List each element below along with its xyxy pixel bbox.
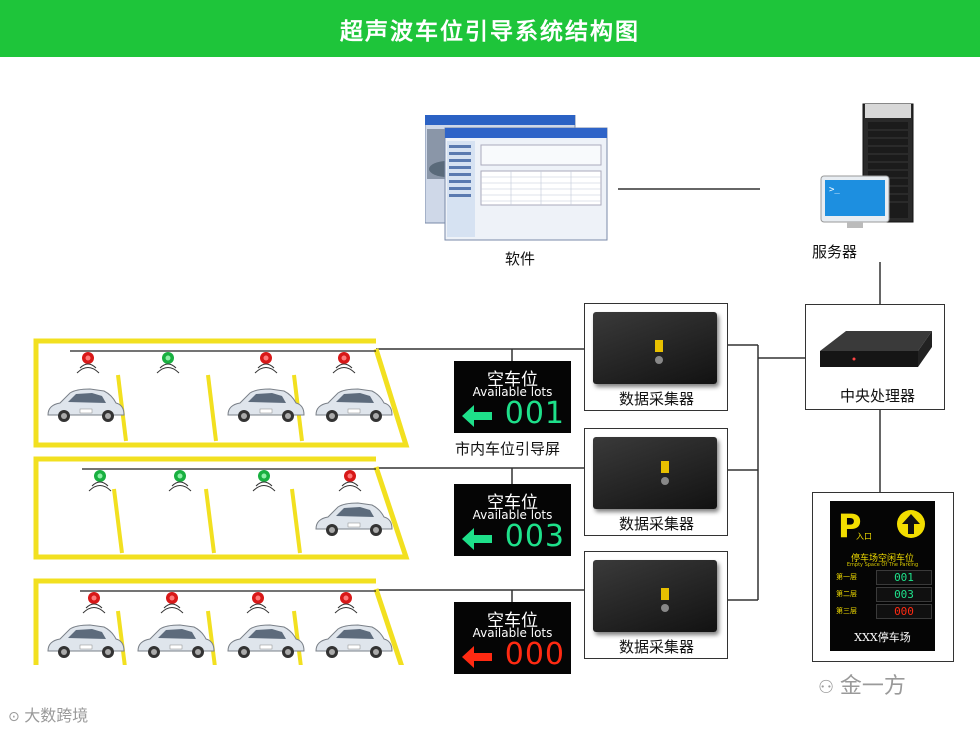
floor-label: 第二层 [836, 590, 857, 598]
collector-device [593, 437, 717, 509]
parking-level-2 [33, 456, 410, 560]
sign-subtitle: Available lots [472, 385, 553, 399]
server-label: 服务器 [812, 243, 858, 261]
sign-count: 001 [504, 396, 565, 431]
indicator-light [655, 340, 663, 352]
left-arrow-icon [462, 405, 492, 427]
guidance-sign-2: 空车位 Available lots 003 [454, 484, 571, 556]
sign-count: 003 [504, 519, 565, 554]
sign-subtitle: Available lots [472, 508, 553, 522]
floor-label: 第三层 [836, 607, 857, 615]
lot-name: XXX停车场 [854, 631, 911, 644]
floor-count: 001 [876, 570, 932, 585]
central-label: 中央处理器 [840, 387, 916, 405]
sign-title: 空车位 [487, 611, 538, 631]
parking-p-letter: P [838, 507, 862, 545]
collector-box-2: 数据采集器 [584, 428, 728, 536]
guidance-sign-1: 空车位 Available lots 001 [454, 361, 571, 433]
indicator-light [661, 461, 669, 473]
collector-label: 数据采集器 [619, 390, 695, 408]
indoor-screen-label: 市内车位引导屏 [455, 440, 561, 458]
collector-label: 数据采集器 [619, 515, 695, 533]
left-arrow-icon [462, 528, 492, 550]
lock-icon [661, 477, 669, 485]
svg-text:>_: >_ [829, 185, 840, 195]
up-arrow-icon [897, 510, 925, 538]
parking-lots [33, 338, 410, 665]
watermark-right-text: 金一方 [839, 674, 906, 699]
entrance-text: 入口 [856, 532, 872, 541]
watermark-right: ⚇ 金一方 [818, 668, 906, 700]
indicator-light [661, 588, 669, 600]
panel-subtitle: Empty Space Of The Parking [846, 562, 919, 568]
wechat-icon: ⚇ [818, 677, 840, 698]
collector-device [593, 312, 717, 384]
sign-subtitle: Available lots [472, 626, 553, 640]
sign-title: 空车位 [487, 370, 538, 390]
central-processor-box: 中央处理器 [805, 304, 945, 410]
parking-level-3 [33, 578, 404, 665]
parking-level-1 [33, 338, 410, 448]
title-banner: 超声波车位引导系统结构图 [0, 0, 980, 57]
collector-label: 数据采集器 [619, 638, 695, 656]
page-title: 超声波车位引导系统结构图 [340, 18, 640, 45]
server-icon: >_ [820, 103, 914, 228]
processor-device-icon [820, 331, 932, 367]
entrance-panel: P 入口 停车场空闲车位 Empty Space Of The Parking … [830, 501, 935, 651]
watermark-left-text: 大数跨境 [24, 706, 89, 725]
collector-box-1: 数据采集器 [584, 303, 728, 411]
watermark-left: ⊙ 大数跨境 [8, 702, 88, 726]
lock-icon [655, 356, 663, 364]
lock-icon [661, 604, 669, 612]
sign-title: 空车位 [487, 493, 538, 513]
link-icon: ⊙ [8, 709, 25, 725]
guidance-sign-3: 空车位 Available lots 000 [454, 602, 571, 674]
software-label: 软件 [505, 250, 536, 268]
collector-box-3: 数据采集器 [584, 551, 728, 659]
software-screenshot [425, 115, 608, 241]
panel-title: 停车场空闲车位 [850, 554, 914, 564]
floor-label: 第一层 [836, 573, 857, 581]
collector-device [593, 560, 717, 632]
sign-count: 000 [504, 637, 565, 672]
left-arrow-icon [462, 646, 492, 668]
floor-count: 000 [876, 604, 932, 619]
floor-count: 003 [876, 587, 932, 602]
